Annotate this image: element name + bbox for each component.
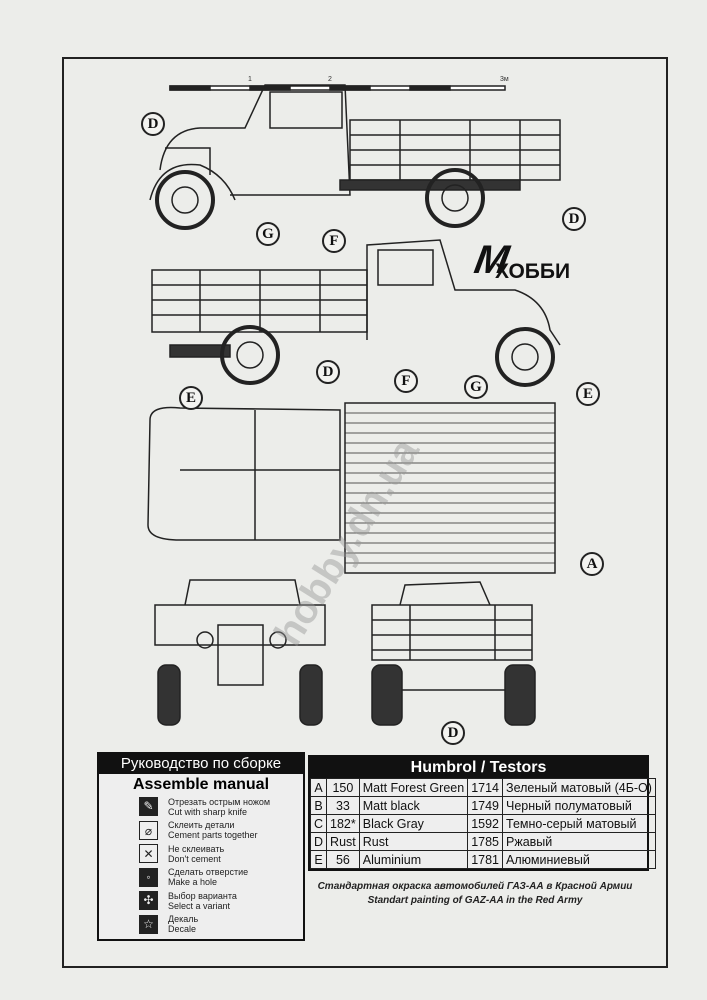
knife-icon: ✎ [139,797,158,817]
paint-name: Matt black [358,796,469,815]
callout-g: G [256,222,280,246]
truck-front-view [154,579,326,726]
humbrol-code: Rust [326,832,360,851]
brand-logo: M ХОББИ [471,238,570,283]
caption-ru: Стандартная окраска автомобилей ГАЗ-АА в… [317,881,633,892]
testors-code: 1785 [467,832,504,851]
paint-name-ru: Темно-серый матовый [502,814,656,833]
testors-code: 1592 [467,814,504,833]
paint-name-ru: Ржавый [502,832,656,851]
paint-table-title: Humbrol / Testors [310,757,647,778]
legend-en: Select a variant [168,900,231,911]
paint-caption: Стандартная окраска автомобилей ГАЗ-АА в… [300,880,650,908]
legend-ru: Не склеивать [168,843,225,854]
truck-rear-view [371,581,536,726]
humbrol-code: 182* [326,814,360,833]
glue-icon: ⌀ [139,820,158,840]
humbrol-code: 56 [326,850,360,869]
legend-title-ru: Руководство по сборке [99,754,303,774]
no-glue-icon: ✕ [139,844,158,864]
paint-name: Black Gray [358,814,469,833]
caption-en: Standart painting of GAZ-AA in the Red A… [367,895,583,906]
page-frame [62,57,668,968]
paint-letter: B [309,796,328,815]
paint-name-ru: Алюминиевый [502,850,656,869]
variant-icon: ✣ [139,891,158,911]
legend-en: Make a hole [168,877,218,888]
scale-bar [169,85,506,91]
legend-en: Don't cement [168,853,221,864]
paint-name: Rust [358,832,469,851]
callout-a: A [580,552,604,576]
scale-label: 3м [500,76,509,83]
legend-en: Decale [168,924,197,935]
legend-en: Cut with sharp knife [168,806,248,817]
legend-ru: Склеить детали [168,820,235,831]
paint-name-ru: Зеленый матовый (4Б-О) [502,778,656,797]
humbrol-code: 150 [326,778,360,797]
callout-e: E [576,382,600,406]
scale-label: 2 [328,76,332,83]
callout-f: F [394,369,418,393]
callout-d: D [441,721,465,745]
truck-top-view [147,402,556,574]
paint-letter: D [309,832,328,851]
callout-e: E [179,386,203,410]
logo-text: ХОББИ [495,260,571,283]
legend-ru: Сделать отверстие [168,867,249,878]
paint-letter: E [309,850,328,869]
callout-d: D [316,360,340,384]
decal-icon: ☆ [139,914,158,934]
scale-label: 1 [248,76,252,83]
paint-letter: C [309,814,328,833]
callout-d: D [141,112,165,136]
drill-icon: ◦ [139,867,158,887]
callout-f: F [322,229,346,253]
legend-ru: Декаль [168,914,199,925]
paint-name-ru: Черный полуматовый [502,796,656,815]
testors-code: 1781 [467,850,504,869]
legend-ru: Выбор варианта [168,890,237,901]
paint-letter: A [309,778,328,797]
humbrol-code: 33 [326,796,360,815]
callout-d: D [562,207,586,231]
assembly-legend: Руководство по сборке Assemble manual ✎ О… [97,752,305,941]
truck-side-view-left [149,84,561,230]
legend-en: Cement parts together [168,830,258,841]
truck-side-view-right [151,239,561,387]
legend-title-en: Assemble manual [132,776,270,793]
legend-ru: Отрезать острым ножом [168,796,271,807]
paint-name: Matt Forest Green [358,778,469,797]
testors-code: 1749 [467,796,504,815]
testors-code: 1714 [467,778,504,797]
paint-name: Aluminium [358,850,469,869]
callout-g: G [464,375,488,399]
